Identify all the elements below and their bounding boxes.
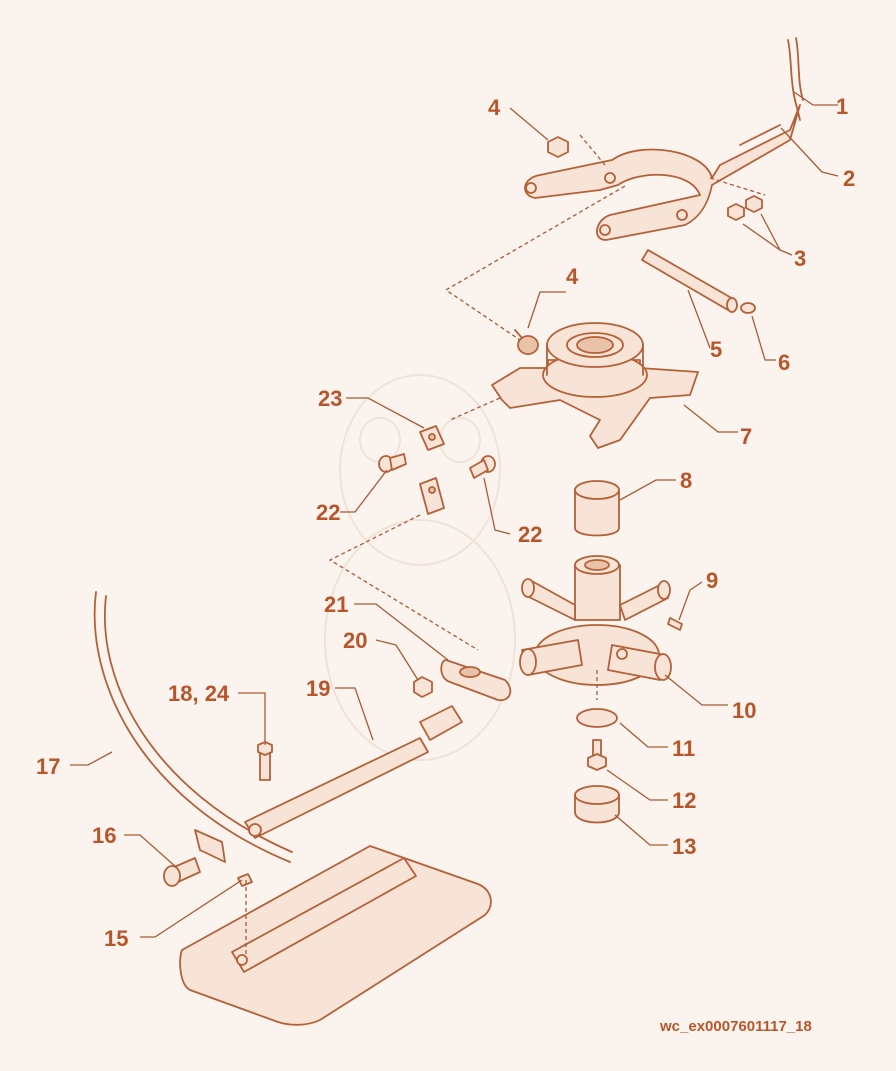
part-1-rod (787, 37, 804, 121)
part-11-washer (576, 708, 618, 728)
part-22-screws (378, 453, 496, 479)
callout-18-24: 18, 24 (168, 681, 230, 706)
part-15-insert (237, 873, 253, 887)
part-5-pin (641, 249, 738, 313)
part-10-spider-hub (519, 555, 672, 686)
callout-9: 9 (706, 568, 718, 593)
leader-lines (70, 91, 839, 938)
part-6-washer (740, 302, 756, 314)
callout-4-lower: 4 (566, 264, 579, 289)
callout-23: 23 (318, 386, 342, 411)
part-22-block (419, 477, 445, 515)
callout-labels: 1 2 3 4 4 5 6 7 8 9 10 11 12 13 15 16 17… (36, 94, 855, 951)
callout-20: 20 (343, 628, 367, 653)
part-4-nut-upper (547, 136, 569, 158)
callout-17: 17 (36, 754, 60, 779)
callout-19: 19 (306, 676, 330, 701)
callout-15: 15 (104, 926, 128, 951)
callout-13: 13 (672, 834, 696, 859)
part-23-block (419, 425, 445, 451)
callout-22-left: 22 (316, 500, 340, 525)
callout-10: 10 (732, 698, 756, 723)
callout-16: 16 (92, 823, 116, 848)
figure-id: wc_ex0007601117_18 (659, 1018, 812, 1035)
callout-6: 6 (778, 350, 790, 375)
part-2-yoke (524, 104, 801, 241)
part-9-fitting (667, 617, 683, 631)
part-16-bolt (163, 857, 201, 887)
part-3-nuts (727, 195, 763, 221)
callout-22-right: 22 (518, 522, 542, 547)
watermark-mascot (324, 374, 516, 761)
part-18-bolt (257, 741, 273, 781)
part-7-pulley-housing (491, 322, 699, 449)
part-20-nut (413, 676, 433, 698)
part-17-guard (93, 591, 293, 863)
callout-11: 11 (672, 736, 695, 761)
part-4-fitting-lower (514, 329, 539, 355)
callout-5: 5 (710, 337, 722, 362)
part-8-bushing (574, 480, 620, 537)
callout-3: 3 (794, 246, 806, 271)
callout-4-upper: 4 (488, 95, 501, 120)
assembly-dash-lines (245, 134, 766, 955)
part-13-cap (574, 785, 620, 824)
callout-12: 12 (672, 788, 696, 813)
part-19-shaft (244, 705, 463, 839)
callout-8: 8 (680, 468, 692, 493)
part-12-screw (587, 739, 607, 771)
callout-2: 2 (843, 166, 855, 191)
part-21-clamp (440, 659, 512, 702)
callout-7: 7 (740, 424, 752, 449)
trowel-pan (179, 845, 492, 1026)
callout-1: 1 (836, 94, 848, 119)
callout-21: 21 (324, 592, 348, 617)
